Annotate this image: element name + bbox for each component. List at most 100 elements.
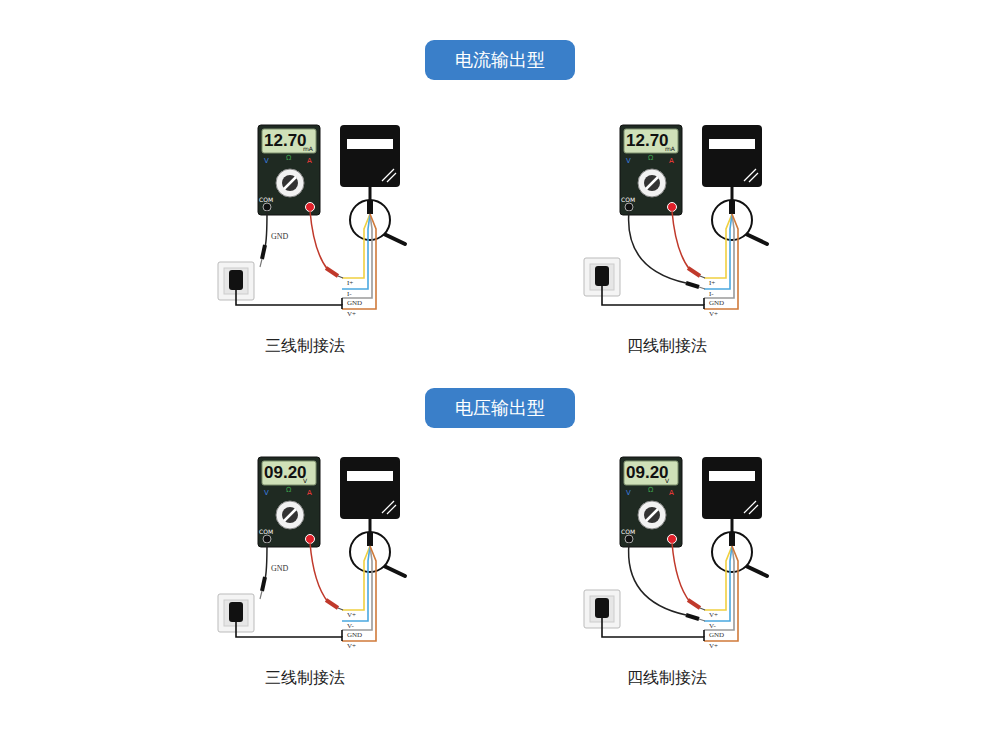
signal-wire xyxy=(704,546,732,621)
dial-pointer xyxy=(646,509,658,521)
rotary-dial xyxy=(638,169,666,197)
sensor-box xyxy=(340,125,400,187)
rotary-dial xyxy=(638,501,666,529)
red-probe-lead xyxy=(310,211,328,270)
lcd-reading: 12.70 xyxy=(626,132,669,149)
caption-text: 三线制接法 xyxy=(265,338,345,354)
dial-mark: A xyxy=(307,158,312,165)
wire-label: I- xyxy=(347,291,352,298)
glare-line xyxy=(749,505,758,514)
red-probe xyxy=(688,268,700,276)
power-adapter xyxy=(229,602,243,622)
power-adapter xyxy=(595,266,609,286)
wire-label: V- xyxy=(347,623,354,630)
dial-mark: A xyxy=(669,158,674,165)
cable-end xyxy=(367,532,373,546)
signal-wire xyxy=(704,214,738,309)
lcd-reading: 09.20 xyxy=(626,464,669,481)
sensor-box xyxy=(702,125,762,187)
com-terminal xyxy=(263,535,271,543)
glare-line xyxy=(382,501,394,513)
black-probe-lead xyxy=(629,211,686,283)
wire-label: GND xyxy=(347,632,362,639)
adapter-cable xyxy=(236,622,342,641)
signal-wire xyxy=(704,546,738,641)
signal-wire xyxy=(342,214,370,289)
caption-text: 四线制接法 xyxy=(627,670,707,686)
caption-text: 三线制接法 xyxy=(265,670,345,686)
glare-line xyxy=(749,173,758,182)
unit-label: mA xyxy=(665,146,675,152)
signal-wire xyxy=(704,546,734,630)
wire-label: I+ xyxy=(709,280,715,287)
red-probe-lead xyxy=(310,543,328,602)
signal-wire xyxy=(704,214,732,278)
dial-knob xyxy=(282,175,298,191)
dial-mark: Ω xyxy=(286,155,291,162)
multimeter-body xyxy=(620,457,682,547)
adapter-cable xyxy=(703,298,705,305)
adapter-cable xyxy=(236,290,342,309)
cable-end xyxy=(729,200,735,214)
probe-tip xyxy=(338,608,343,610)
probe-tip xyxy=(699,619,705,621)
terminal-label: COM xyxy=(621,529,635,535)
sensor-box xyxy=(340,457,400,519)
power-adapter xyxy=(229,270,243,290)
adapter-cable xyxy=(703,630,705,637)
wire-label: I- xyxy=(709,291,714,298)
lcd-display xyxy=(262,129,316,153)
wire-label: I+ xyxy=(347,280,353,287)
rotary-dial xyxy=(276,169,304,197)
glare-line xyxy=(382,169,394,181)
signal-wire xyxy=(704,214,732,289)
unit-label: mA xyxy=(303,146,313,152)
dial-knob xyxy=(644,175,660,191)
wire-label: V+ xyxy=(709,643,718,650)
sensor-cable xyxy=(731,519,734,533)
probe-tip xyxy=(260,591,262,599)
signal-wire xyxy=(704,214,734,298)
adapter-cable xyxy=(341,630,343,637)
dial-mark: V xyxy=(264,490,269,497)
section-pill: 电压输出型 xyxy=(425,388,575,428)
sensor-cable xyxy=(369,519,372,533)
dial-mark: Ω xyxy=(286,487,291,494)
power-adapter xyxy=(595,598,609,618)
dial-mark: Ω xyxy=(648,155,653,162)
sensor-window xyxy=(709,471,755,481)
wire-label: V+ xyxy=(709,311,718,318)
probe-tip xyxy=(260,259,262,267)
multimeter-body xyxy=(620,125,682,215)
section-title: 电压输出型 xyxy=(455,396,545,420)
probe-label: GND xyxy=(271,565,288,573)
red-probe-lead xyxy=(672,543,690,602)
caption-text: 四线制接法 xyxy=(627,338,707,354)
magnifier-handle xyxy=(746,234,767,244)
lcd-reading: 09.20 xyxy=(264,464,307,481)
adapter-cable xyxy=(602,618,704,641)
com-terminal xyxy=(625,203,633,211)
red-probe xyxy=(688,600,700,608)
sensor-window xyxy=(347,471,393,481)
lcd-display xyxy=(624,461,678,485)
dial-mark: A xyxy=(307,490,312,497)
black-probe xyxy=(686,283,699,287)
black-probe-lead xyxy=(265,211,267,247)
probe-tip xyxy=(700,276,705,278)
probe-tip xyxy=(700,608,705,610)
signal-wire xyxy=(342,546,370,610)
black-probe-lead xyxy=(629,543,686,615)
com-terminal xyxy=(625,535,633,543)
wire-label: V+ xyxy=(347,311,356,318)
signal-wire xyxy=(342,214,370,278)
red-probe xyxy=(326,268,338,276)
dial-pointer xyxy=(284,509,296,521)
dial-pointer xyxy=(284,177,296,189)
lcd-display xyxy=(624,129,678,153)
magnifier-handle xyxy=(746,566,767,576)
red-probe-lead xyxy=(672,211,690,270)
signal-wire xyxy=(342,546,372,630)
magnifier-handle xyxy=(384,234,405,244)
cable-end xyxy=(729,532,735,546)
